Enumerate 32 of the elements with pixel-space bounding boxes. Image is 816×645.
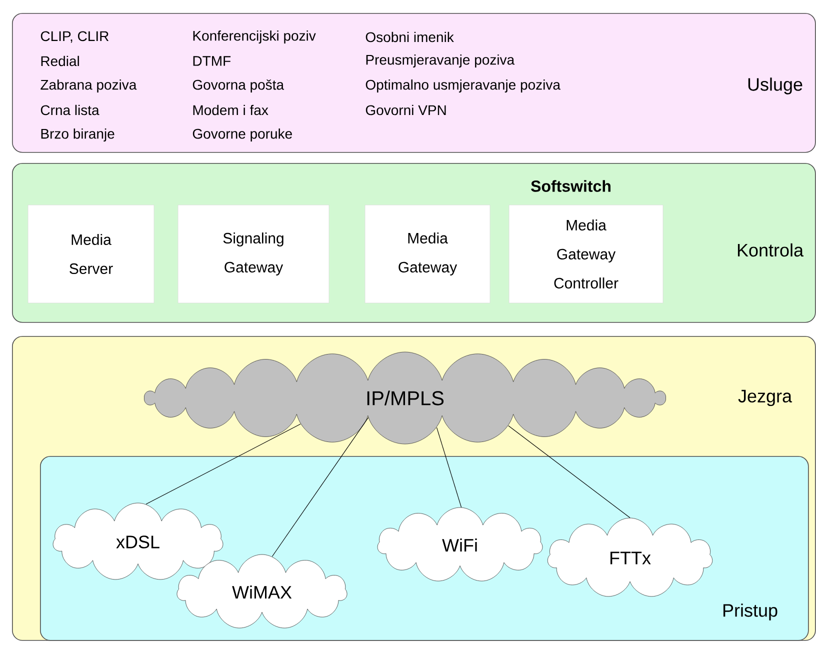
- network-cloud: IP/MPLS: [144, 352, 666, 444]
- group-heading: Softswitch: [531, 180, 610, 192]
- band-title: Usluge: [748, 78, 802, 94]
- component-box: Media Gateway: [364, 204, 490, 304]
- service-item: Modem i fax: [193, 104, 268, 116]
- network-cloud: xDSL: [52, 502, 224, 580]
- band-title: Pristup: [723, 604, 778, 620]
- band-title: Jezgra: [738, 390, 792, 406]
- service-item: Govorna pošta: [192, 79, 284, 93]
- service-item: CLIP, CLIR: [40, 31, 109, 43]
- service-item: Preusmjeravanje poziva: [366, 54, 515, 68]
- service-item: Govorni VPN: [366, 104, 446, 116]
- network-cloud: WiMAX: [176, 554, 348, 628]
- component-box: Media Server: [28, 204, 154, 304]
- service-item: Crna lista: [40, 104, 100, 116]
- service-item: Govorne poruke: [192, 128, 292, 142]
- service-item: Brzo biranje: [41, 128, 114, 142]
- service-item: Redial: [41, 56, 79, 66]
- service-item: Konferencijski poziv: [193, 30, 316, 44]
- service-item: Osobni imenik: [366, 32, 454, 42]
- connector-line: [508, 425, 630, 518]
- connector-line: [436, 427, 462, 508]
- network-cloud: WiFi: [377, 507, 543, 582]
- service-item: DTMF: [193, 56, 231, 66]
- band-title: Kontrola: [738, 243, 804, 257]
- network-cloud: FTTx: [547, 518, 713, 597]
- component-box: Media Gateway Controller: [508, 204, 664, 304]
- service-item: Optimalno usmjeravanje poziva: [366, 79, 560, 93]
- component-box: Signaling Gateway: [178, 204, 330, 304]
- connector-line: [272, 417, 369, 557]
- service-item: Zabrana poziva: [40, 79, 137, 93]
- connector-line: [146, 424, 301, 504]
